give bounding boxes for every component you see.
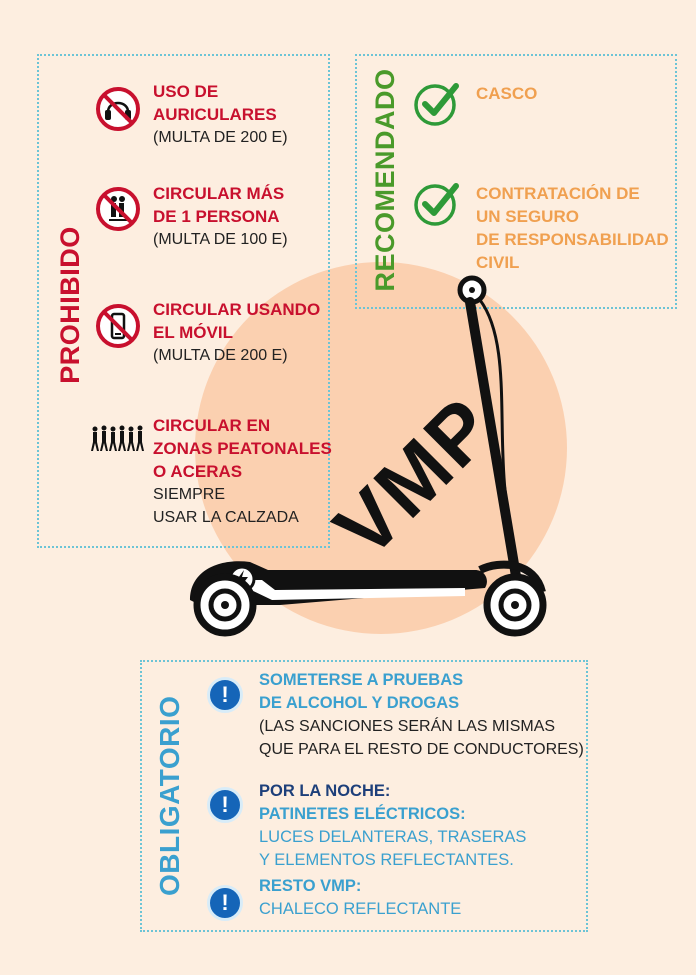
item-title: UN SEGURO [476, 207, 579, 226]
item-title: PATINETES ELÉCTRICOS: [259, 805, 466, 823]
item-title: USO DE [153, 82, 219, 101]
obligatorio-item-night: POR LA NOCHE: PATINETES ELÉCTRICOS: LUCE… [259, 780, 526, 872]
item-note: QUE PARA EL RESTO DE CONDUCTORES) [259, 741, 584, 758]
item-note: SIEMPRE [153, 486, 226, 503]
prohibido-item-mobile: CIRCULAR USANDO EL MÓVIL (MULTA DE 200 E… [153, 298, 320, 367]
recomendado-item-insurance: CONTRATACIÓN DE UN SEGURO DE RESPONSABIL… [476, 182, 669, 274]
item-title: ZONAS PEATONALES [153, 439, 332, 458]
item-title: AURICULARES [153, 105, 277, 124]
prohibido-item-pedestrian-zones: CIRCULAR EN ZONAS PEATONALES O ACERAS SI… [153, 414, 332, 529]
exclamation-icon: ! [207, 787, 243, 823]
exclamation-icon: ! [207, 677, 243, 713]
item-note: USAR LA CALZADA [153, 509, 299, 526]
recomendado-item-helmet: CASCO [476, 82, 537, 105]
recomendado-panel [355, 54, 677, 309]
item-note: LUCES DELANTERAS, TRASERAS [259, 828, 527, 846]
obligatorio-panel [140, 660, 588, 932]
item-note: (MULTA DE 200 E) [153, 129, 288, 146]
item-note: CHALECO REFLECTANTE [259, 900, 462, 918]
item-note: (MULTA DE 100 E) [153, 231, 288, 248]
item-title: SOMETERSE A PRUEBAS [259, 671, 464, 689]
item-title: DE ALCOHOL Y DROGAS [259, 694, 460, 712]
prohibido-item-two-persons: CIRCULAR MÁS DE 1 PERSONA (MULTA DE 100 … [153, 182, 288, 251]
pedestrians-icon [90, 424, 146, 452]
obligatorio-item-other-vmp: RESTO VMP: CHALECO REFLECTANTE [259, 875, 461, 921]
item-title: CASCO [476, 84, 538, 103]
exclamation-icon: ! [207, 885, 243, 921]
item-title: DE 1 PERSONA [153, 207, 280, 226]
item-heading: POR LA NOCHE: [259, 782, 391, 800]
obligatorio-item-tests: SOMETERSE A PRUEBAS DE ALCOHOL Y DROGAS … [259, 669, 584, 761]
item-title: EL MÓVIL [153, 323, 233, 342]
item-title: CIRCULAR MÁS [153, 184, 285, 203]
recomendado-label: RECOMENDADO [370, 68, 400, 292]
item-note: (LAS SANCIONES SERÁN LAS MISMAS [259, 718, 556, 735]
check-icon [412, 180, 462, 228]
item-title: CIRCULAR USANDO [153, 300, 321, 319]
no-two-persons-icon [95, 186, 141, 232]
prohibido-item-headphones: USO DE AURICULARES (MULTA DE 200 E) [153, 80, 288, 149]
obligatorio-label: OBLIGATORIO [154, 695, 185, 896]
item-title: DE RESPONSABILIDAD [476, 230, 669, 249]
item-title: RESTO VMP: [259, 877, 362, 895]
item-title: CIRCULAR EN [153, 416, 271, 435]
item-title: CONTRATACIÓN DE [476, 184, 640, 203]
prohibido-label: PROHIBIDO [55, 226, 85, 384]
no-mobile-icon [95, 303, 141, 349]
item-note: Y ELEMENTOS REFLECTANTES. [259, 851, 514, 869]
electric-scooter-icon [190, 275, 547, 637]
no-headphones-icon [95, 86, 141, 132]
check-icon [412, 80, 462, 128]
prohibido-panel [37, 54, 330, 548]
item-title: CIVIL [476, 253, 520, 272]
item-note: (MULTA DE 200 E) [153, 347, 288, 364]
item-title: O ACERAS [153, 462, 243, 481]
